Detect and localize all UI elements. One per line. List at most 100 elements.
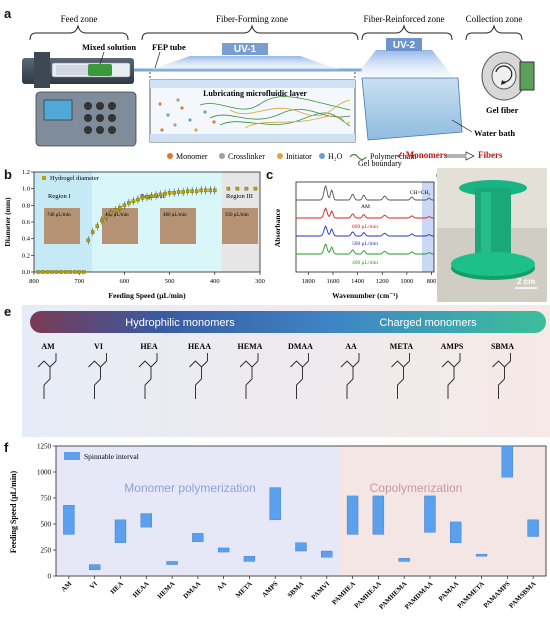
section-right-label: Copolymerization bbox=[370, 481, 463, 495]
chart-c-ylabel: Absorbance bbox=[273, 208, 282, 247]
x-tick-label: PAMHEA bbox=[331, 580, 357, 606]
panel-a-schematic: Feed zone Fiber-Forming zone Fiber-Reinf… bbox=[22, 14, 535, 168]
x-tick-label: 1600 bbox=[326, 278, 339, 285]
monomer-structure bbox=[290, 360, 309, 399]
data-point bbox=[158, 192, 163, 197]
monomer-name: HEA bbox=[140, 342, 158, 351]
region-3-label: Region III bbox=[226, 193, 253, 200]
range-bar bbox=[243, 556, 256, 562]
data-point bbox=[77, 270, 81, 274]
x-tick-label: SBMA bbox=[287, 580, 306, 599]
y-tick-label: 0.0 bbox=[22, 269, 30, 276]
data-point bbox=[176, 190, 181, 194]
range-bar bbox=[346, 495, 359, 535]
data-point bbox=[59, 270, 63, 274]
inset-1-label: 740 μL/min bbox=[47, 213, 71, 218]
chart-b-xlabel: Feeding Speed (μL/min) bbox=[108, 291, 186, 300]
section-left-label: Monomer polymerization bbox=[124, 481, 255, 495]
x-tick-label: 1000 bbox=[400, 278, 413, 285]
data-point bbox=[208, 188, 213, 193]
monomer-name: HEMA bbox=[238, 342, 263, 351]
y-tick-label: 1000 bbox=[37, 469, 52, 477]
data-point bbox=[145, 195, 149, 199]
data-point bbox=[131, 199, 136, 203]
polymer-chains bbox=[199, 96, 351, 129]
range-bar bbox=[269, 487, 281, 521]
monomer-structure bbox=[391, 360, 410, 399]
monomer-banner bbox=[30, 311, 546, 333]
panel-label-a: a bbox=[4, 6, 12, 21]
section-right-bg bbox=[340, 446, 546, 576]
zone-fiber-reinforced: Fiber-Reinforced zone bbox=[363, 14, 444, 24]
data-point bbox=[194, 189, 199, 193]
legend-crosslinker: Crosslinker bbox=[228, 152, 265, 161]
monomer-name: AMPS bbox=[441, 342, 464, 351]
data-point bbox=[68, 270, 72, 274]
data-point bbox=[253, 186, 258, 191]
data-point bbox=[204, 188, 208, 193]
arrow-right-icon bbox=[445, 151, 475, 161]
monomer-dots bbox=[158, 98, 216, 132]
range-bar bbox=[527, 519, 539, 537]
chart-b-ylabel: Diameter (mm) bbox=[3, 197, 12, 247]
range-bar bbox=[88, 564, 101, 570]
chart-c-xlabel: Wavenumber (cm⁻¹) bbox=[332, 291, 398, 300]
x-tick-label: 700 bbox=[74, 278, 84, 285]
x-tick-label: PAMSBMA bbox=[508, 580, 537, 609]
series-line bbox=[296, 207, 434, 219]
data-point bbox=[72, 270, 77, 274]
x-tick-label: HEA bbox=[110, 580, 125, 595]
data-point bbox=[95, 224, 100, 228]
zone-fiber-forming: Fiber-Forming zone bbox=[216, 14, 288, 24]
inset-3-label: 480 μL/min bbox=[163, 213, 187, 218]
data-point bbox=[104, 215, 109, 219]
monomer-name: SBMA bbox=[491, 342, 514, 351]
callout-lubricating: Lubricating microfluidic layer bbox=[203, 89, 307, 98]
zone-braces bbox=[29, 24, 523, 41]
annot-am: AM bbox=[361, 204, 370, 210]
y-tick-label: 750 bbox=[41, 495, 52, 503]
legend-initiator: Initiator bbox=[286, 152, 312, 161]
range-bar bbox=[114, 519, 127, 543]
range-bar bbox=[321, 550, 333, 558]
y-tick-label: 0.4 bbox=[22, 236, 31, 243]
x-tick-label: AM bbox=[60, 580, 73, 593]
callout-fep-tube: FEP tube bbox=[152, 42, 186, 52]
data-point bbox=[54, 270, 59, 274]
data-point bbox=[149, 194, 154, 198]
x-tick-label: AMPS bbox=[261, 580, 280, 599]
data-point bbox=[86, 238, 90, 243]
range-bar bbox=[63, 505, 75, 535]
data-point bbox=[235, 186, 240, 191]
callout-gel-fiber: Gel fiber bbox=[486, 105, 519, 115]
monomer-name: META bbox=[390, 342, 414, 351]
y-tick-label: 1.0 bbox=[22, 186, 30, 193]
data-point bbox=[41, 270, 45, 274]
region-1-label: Region I bbox=[48, 193, 71, 200]
zone-feed: Feed zone bbox=[61, 14, 98, 24]
x-tick-label: PAMMETA bbox=[456, 580, 486, 610]
data-point bbox=[127, 201, 131, 205]
annot-600: 600 μL/min bbox=[352, 224, 378, 230]
chart-b-legend: Hydrogel diameter bbox=[50, 175, 100, 182]
data-point bbox=[172, 191, 176, 195]
uv1-lamp bbox=[150, 56, 340, 70]
monomer-structure bbox=[441, 360, 461, 399]
data-point bbox=[63, 270, 68, 274]
range-bar bbox=[424, 495, 436, 533]
series-line bbox=[296, 225, 434, 237]
range-bar bbox=[450, 521, 462, 543]
syringe-pump bbox=[22, 52, 137, 147]
panel-d-photo: 2 cm bbox=[437, 168, 547, 302]
range-bar bbox=[192, 533, 204, 542]
monomer-name: HEAA bbox=[188, 342, 211, 351]
x-tick-label: HEAA bbox=[132, 580, 151, 599]
monomer-name: DMAA bbox=[288, 342, 313, 351]
monomer-structure bbox=[492, 360, 511, 399]
x-tick-label: DMAA bbox=[182, 580, 202, 600]
panel-label-b: b bbox=[4, 167, 12, 182]
monomer-name: VI bbox=[94, 342, 103, 351]
range-bar bbox=[372, 495, 385, 535]
x-tick-label: HEMA bbox=[157, 580, 177, 600]
